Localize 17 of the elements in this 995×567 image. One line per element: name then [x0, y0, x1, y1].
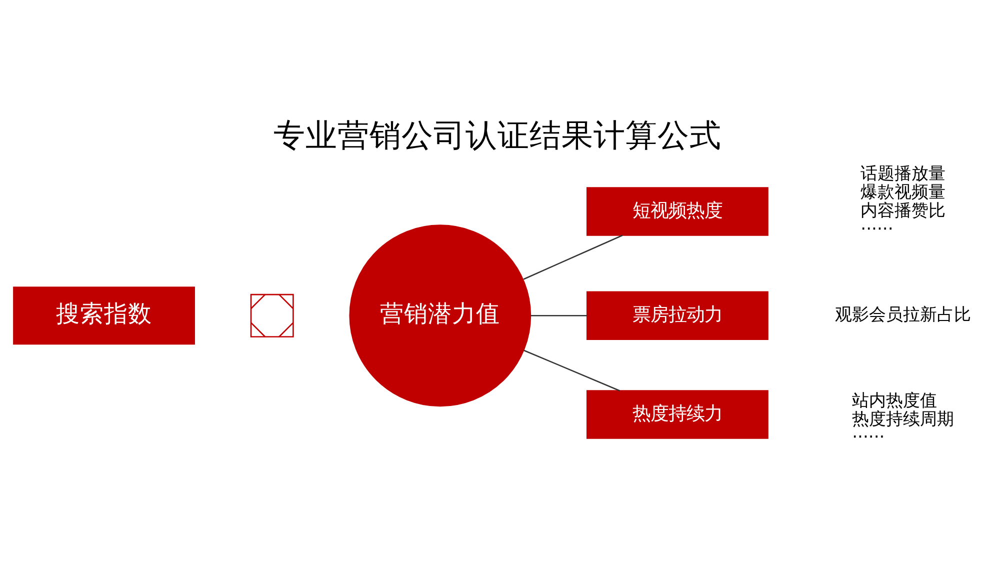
- node-label: ······: [860, 218, 894, 239]
- node-label: 站内热度值: [852, 390, 938, 410]
- node-box: 热度持续力: [586, 390, 768, 438]
- connector: [530, 314, 588, 316]
- node-label: 热度持续周期: [852, 408, 954, 429]
- node-box: 搜索指数: [13, 286, 195, 344]
- node-label: ······: [852, 427, 885, 448]
- node-box: 短视频热度: [586, 186, 768, 236]
- connector: [524, 349, 620, 391]
- node-label: 话题播放量: [860, 164, 946, 184]
- connector: [523, 234, 623, 280]
- diagram-title: 专业营销公司认证结果计算公式: [274, 117, 722, 154]
- node-label: 爆款视频量: [860, 182, 946, 202]
- node-circle: 营销潜力值: [349, 224, 532, 406]
- node-label: 观影会员拉新占比: [834, 304, 971, 325]
- node-label: 内容播赞比: [860, 200, 946, 220]
- node-box: 票房拉动力: [586, 290, 768, 340]
